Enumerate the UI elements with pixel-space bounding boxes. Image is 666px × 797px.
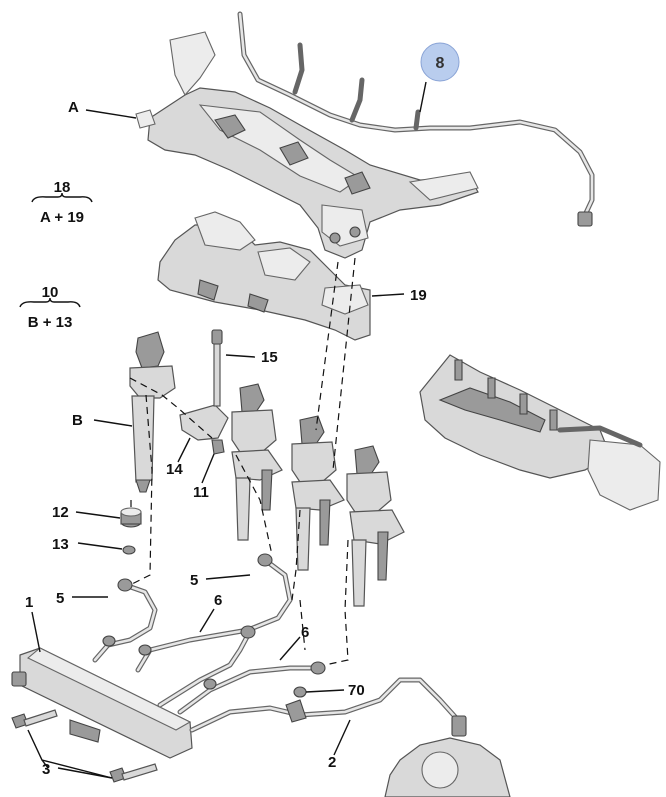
injector-2 — [231, 383, 283, 541]
callout-14: 14 — [166, 461, 183, 478]
assembly-18-parts: A + 19 — [40, 209, 84, 226]
washer-13 — [122, 545, 136, 555]
brace-icon — [31, 192, 93, 203]
high-pressure-pipes — [92, 553, 326, 715]
bolts-3 — [11, 709, 158, 783]
injector-3 — [291, 415, 345, 571]
assembly-10-number: 10 — [42, 284, 59, 301]
callout-19: 19 — [410, 287, 427, 304]
pump-supply-pipe-2 — [189, 677, 461, 733]
callout-15: 15 — [261, 349, 278, 366]
callout-B: B — [72, 412, 83, 429]
fuel-rail-1 — [11, 647, 193, 759]
injector-bracket-19 — [157, 211, 371, 341]
injector-4 — [346, 445, 405, 607]
callout-A: A — [68, 99, 79, 116]
callout-8-badge: 8 — [420, 42, 460, 82]
callout-1: 1 — [25, 594, 33, 611]
seal-12 — [120, 507, 142, 528]
leader-lines — [27, 81, 427, 779]
callout-70: 70 — [348, 682, 365, 699]
nut-11 — [211, 439, 225, 455]
injector-B — [129, 331, 176, 493]
callout-12: 12 — [52, 504, 69, 521]
clip-70 — [293, 686, 307, 698]
callout-8: 8 — [436, 55, 445, 72]
guide-lines — [129, 257, 356, 666]
callout-labels: A 19 15 B 14 11 12 13 5 5 6 6 1 70 2 3 — [25, 99, 427, 778]
assembly-10-parts: B + 13 — [28, 314, 73, 331]
callout-2: 2 — [328, 754, 336, 771]
assembled-engine-inset — [419, 354, 661, 511]
callout-3: 3 — [42, 761, 50, 778]
circle-badge-icon — [420, 42, 460, 82]
high-pressure-pump — [384, 715, 511, 797]
callout-5-left: 5 — [56, 590, 64, 607]
assembly-10: 10 B + 13 — [19, 284, 81, 331]
callout-6-upper: 6 — [214, 592, 222, 609]
clamp-14 — [179, 404, 229, 441]
callout-11: 11 — [193, 484, 209, 501]
assembly-18-number: 18 — [54, 179, 71, 196]
brace-icon — [19, 297, 81, 308]
callout-13: 13 — [52, 536, 69, 553]
bolt-15 — [211, 329, 223, 407]
callout-5-right: 5 — [190, 572, 198, 589]
callout-6-lower: 6 — [301, 624, 309, 641]
leak-off-pipe-8 — [237, 11, 595, 227]
assembly-18: 18 A + 19 — [31, 179, 93, 226]
intake-manifold-A — [135, 31, 479, 259]
